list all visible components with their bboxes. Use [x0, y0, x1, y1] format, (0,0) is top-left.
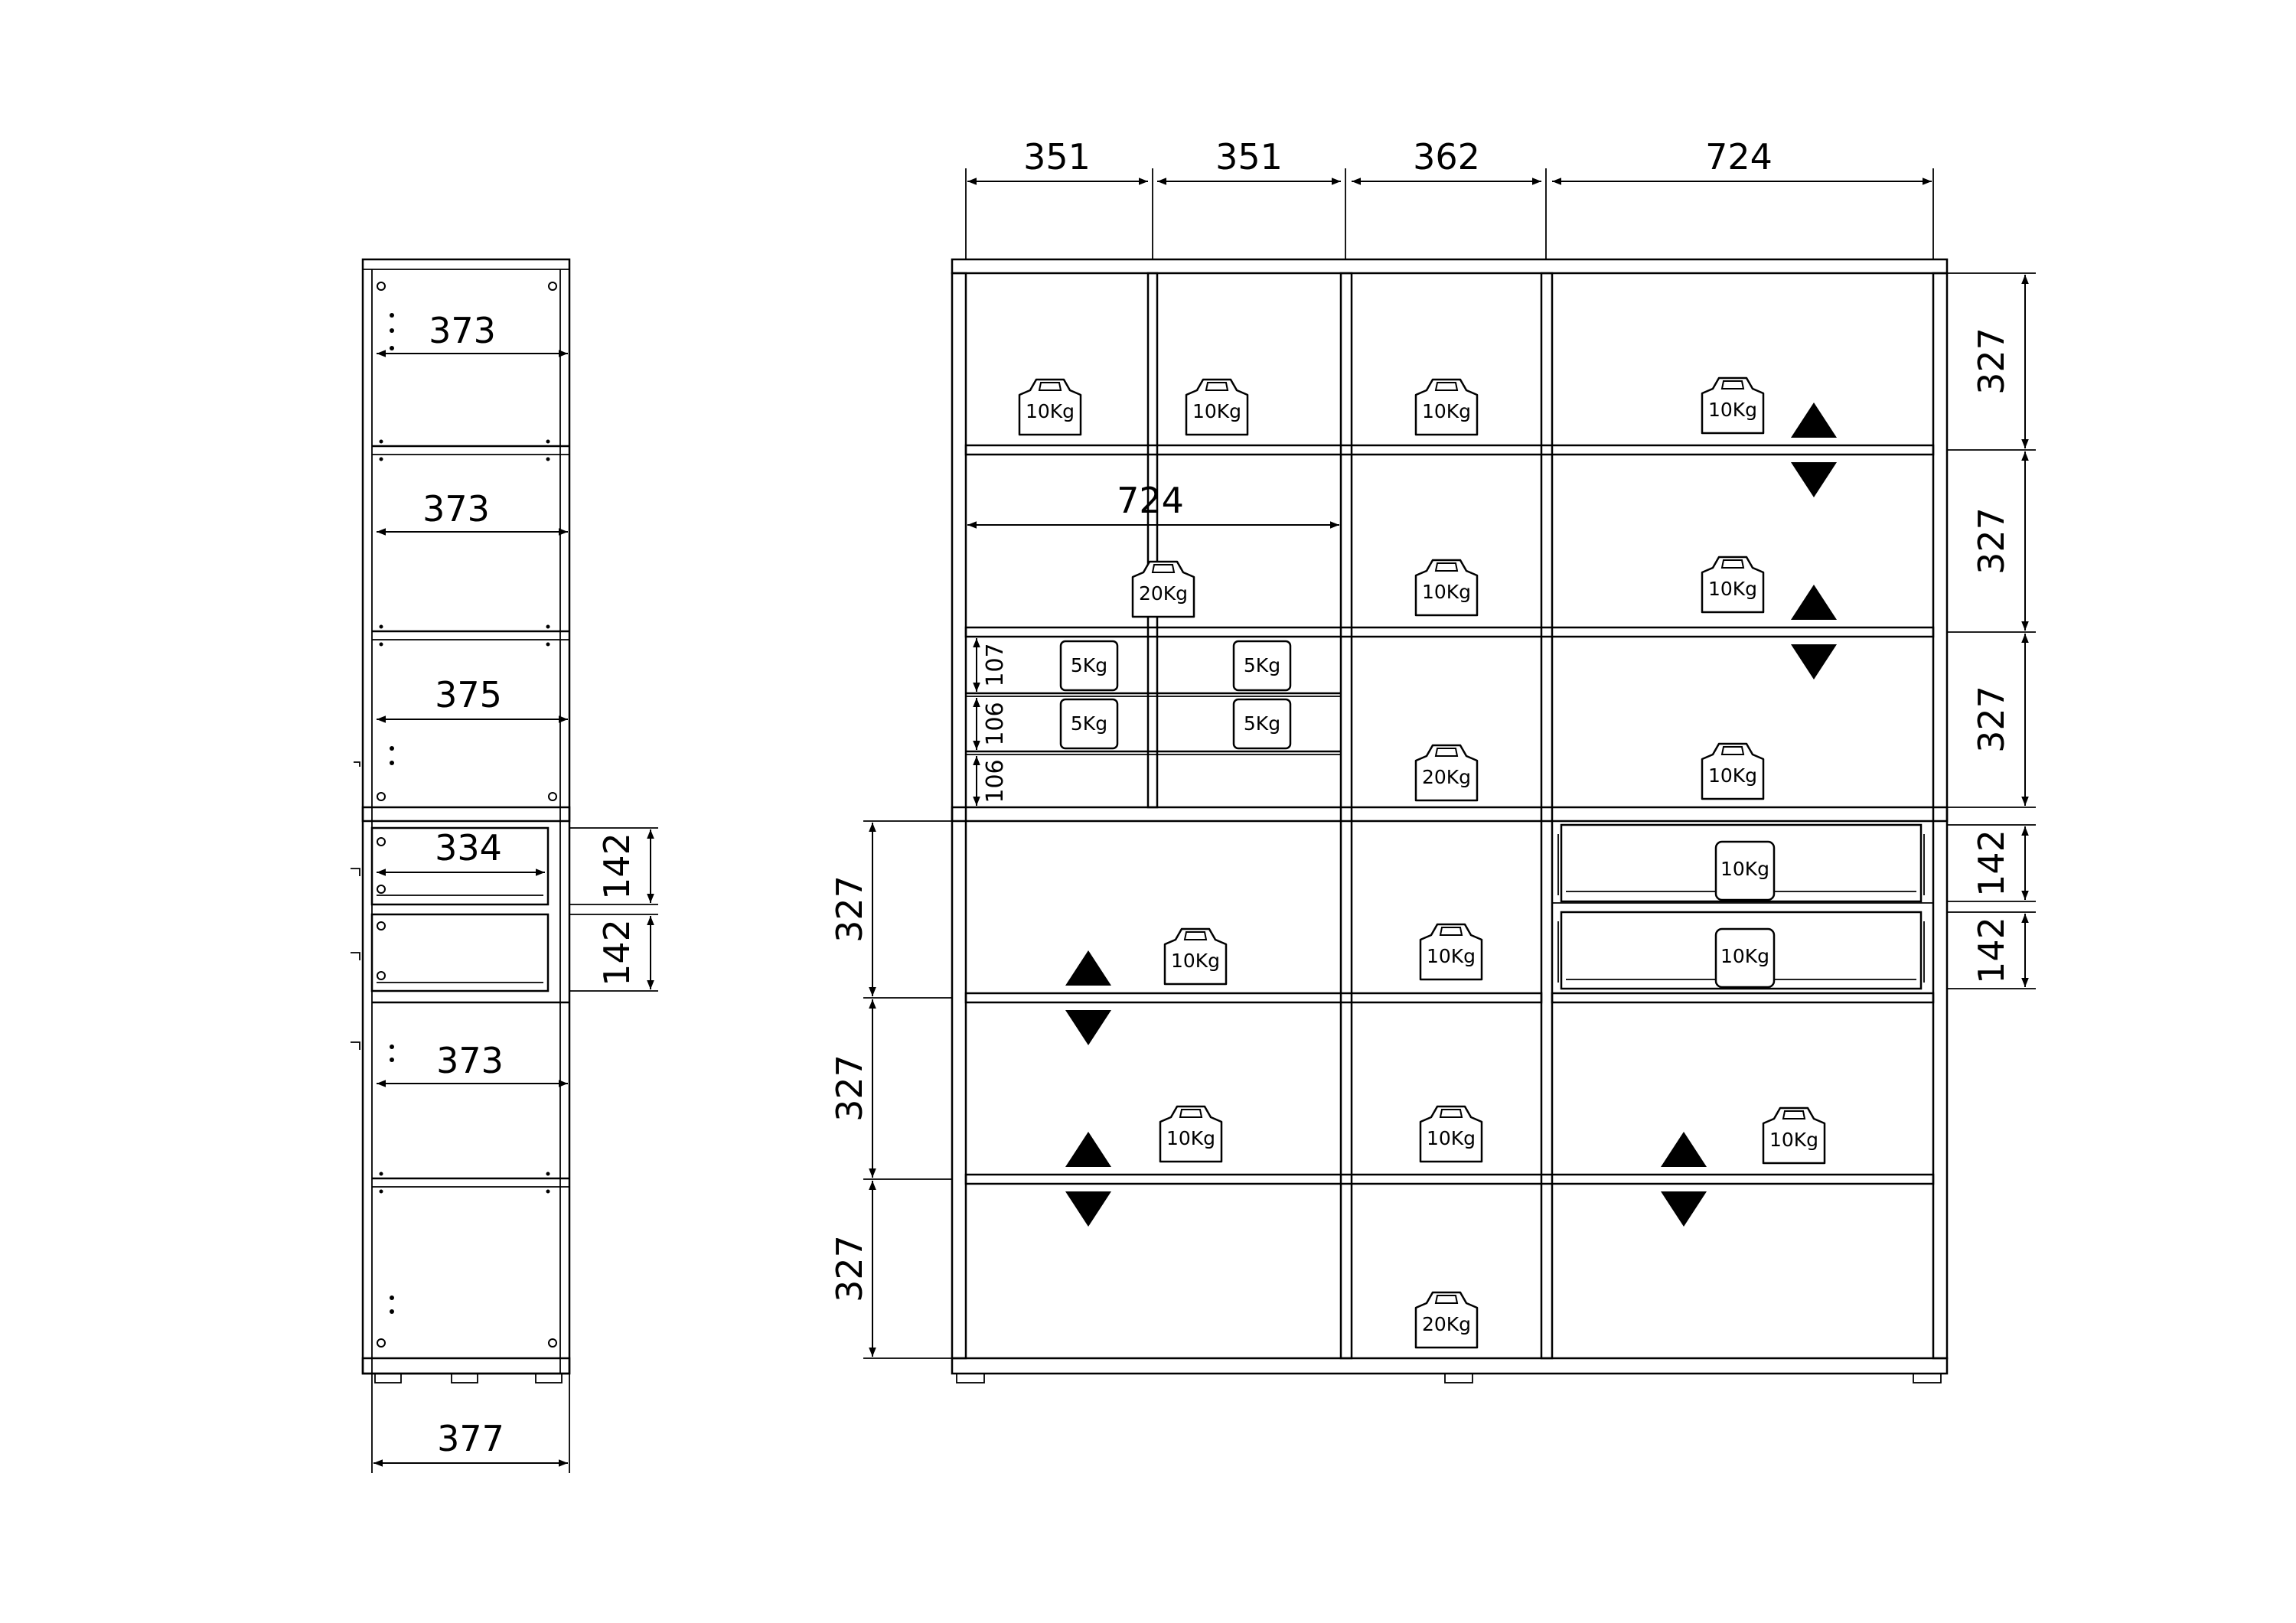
foot: [535, 1373, 563, 1383]
weight-tag-5kg: 5Kg: [1059, 640, 1119, 692]
svg-text:10Kg: 10Kg: [1166, 1127, 1215, 1149]
row-height-label: 327: [829, 875, 870, 943]
svg-text:20Kg: 20Kg: [1139, 582, 1188, 605]
foot: [451, 1373, 478, 1383]
weight-icon: 10Kg: [1414, 559, 1479, 617]
svg-text:10Kg: 10Kg: [1422, 400, 1471, 422]
side-drawer-height-label: 142: [596, 919, 638, 986]
weight-icon: 10Kg: [1159, 1105, 1223, 1163]
small-drawer-height-label: 106: [982, 759, 1009, 803]
column-width-label: 724: [1705, 136, 1773, 178]
row-height-label: 327: [1971, 686, 2012, 753]
svg-text:5Kg: 5Kg: [1071, 712, 1107, 735]
svg-text:10Kg: 10Kg: [1708, 399, 1757, 421]
drawer-height-label: 142: [1971, 917, 2012, 984]
weight-icon: 10Kg: [1701, 742, 1765, 800]
svg-text:5Kg: 5Kg: [1071, 654, 1107, 676]
top-panel: [951, 258, 1949, 275]
column-extension-lines: [965, 168, 1934, 259]
svg-text:5Kg: 5Kg: [1244, 712, 1280, 735]
svg-text:10Kg: 10Kg: [1769, 1129, 1818, 1151]
weight-tag-5kg: 5Kg: [1059, 698, 1119, 750]
weight-icon: 10Kg: [1701, 556, 1765, 614]
foot: [956, 1373, 985, 1383]
weight-icon: 20Kg: [1414, 744, 1479, 802]
side-width-label: 373: [422, 488, 490, 530]
column-width-label: 362: [1413, 136, 1480, 178]
adjust-arrows-icon: [1791, 585, 1837, 680]
svg-text:10Kg: 10Kg: [1720, 945, 1769, 967]
adjust-arrows-icon: [1661, 1132, 1707, 1227]
base-panel: [951, 1357, 1949, 1375]
weight-icon: 20Kg: [1131, 560, 1195, 618]
side-view: 373 373 375 334 373 142 142 377: [351, 258, 658, 1473]
small-drawer-height-label: 106: [982, 702, 1009, 745]
side-drawer-bottom: [370, 913, 550, 992]
weight-icon: 20Kg: [1414, 1291, 1479, 1349]
drawer-height-label: 142: [1971, 829, 2012, 897]
weight-icon: 10Kg: [1762, 1106, 1826, 1165]
side-width-label: 373: [436, 1040, 504, 1081]
weight-icon: 10Kg: [1701, 376, 1765, 435]
middle-divider: [951, 806, 1949, 823]
svg-text:10Kg: 10Kg: [1708, 764, 1757, 787]
weight-icon: 10Kg: [1419, 923, 1483, 981]
handle-marks: [351, 761, 360, 1050]
weight-icon: 10Kg: [1163, 927, 1228, 986]
weight-tag-5kg: 5Kg: [1232, 640, 1292, 692]
adjust-arrows-icon: [1791, 402, 1837, 497]
adjust-arrows-icon: [1065, 950, 1111, 1045]
weight-icon: 10Kg: [1419, 1105, 1483, 1163]
small-drawer-height-label: 107: [982, 643, 1009, 686]
hinge-holes: [377, 282, 557, 1348]
svg-text:10Kg: 10Kg: [1171, 950, 1220, 972]
svg-text:10Kg: 10Kg: [1026, 400, 1075, 422]
svg-text:10Kg: 10Kg: [1720, 858, 1769, 880]
side-width-label: 373: [429, 310, 496, 351]
weight-icon: 10Kg: [1185, 378, 1249, 436]
svg-text:10Kg: 10Kg: [1427, 945, 1476, 967]
foot: [1444, 1373, 1473, 1383]
weight-tag-drawer: 10Kg: [1714, 840, 1776, 901]
svg-text:10Kg: 10Kg: [1192, 400, 1241, 422]
side-drawer-top: [370, 826, 550, 906]
svg-text:5Kg: 5Kg: [1244, 654, 1280, 676]
row-height-label: 327: [829, 1054, 870, 1122]
svg-text:20Kg: 20Kg: [1422, 1313, 1471, 1335]
weight-tag-5kg: 5Kg: [1232, 698, 1292, 750]
svg-text:20Kg: 20Kg: [1422, 766, 1471, 788]
weight-tag-drawer: 10Kg: [1714, 927, 1776, 989]
side-drawer-height-label: 142: [596, 833, 638, 900]
weight-icon: 10Kg: [1018, 378, 1082, 436]
row-height-label: 327: [1971, 328, 2012, 395]
column-width-label: 351: [1023, 136, 1091, 178]
side-view-outline: [361, 258, 571, 1375]
front-view: 351 351 362 724 724 327 327 327 14: [829, 136, 2036, 1383]
foot: [1913, 1373, 1942, 1383]
row-height-label: 327: [829, 1235, 870, 1302]
row-height-label: 327: [1971, 507, 2012, 575]
side-width-label: 334: [435, 827, 502, 869]
side-depth-label: 377: [437, 1418, 504, 1459]
foot: [374, 1373, 402, 1383]
svg-text:10Kg: 10Kg: [1422, 581, 1471, 603]
weight-icon: 10Kg: [1414, 378, 1479, 436]
svg-text:10Kg: 10Kg: [1427, 1127, 1476, 1149]
adjust-arrows-icon: [1065, 1132, 1111, 1227]
drawer-lower: [1560, 911, 1923, 990]
pin-dots: [379, 313, 550, 1314]
side-width-label: 375: [435, 674, 502, 715]
span-width-label: 724: [1117, 480, 1184, 521]
drawer-upper: [1560, 823, 1923, 903]
column-width-label: 351: [1215, 136, 1283, 178]
svg-text:10Kg: 10Kg: [1708, 578, 1757, 600]
